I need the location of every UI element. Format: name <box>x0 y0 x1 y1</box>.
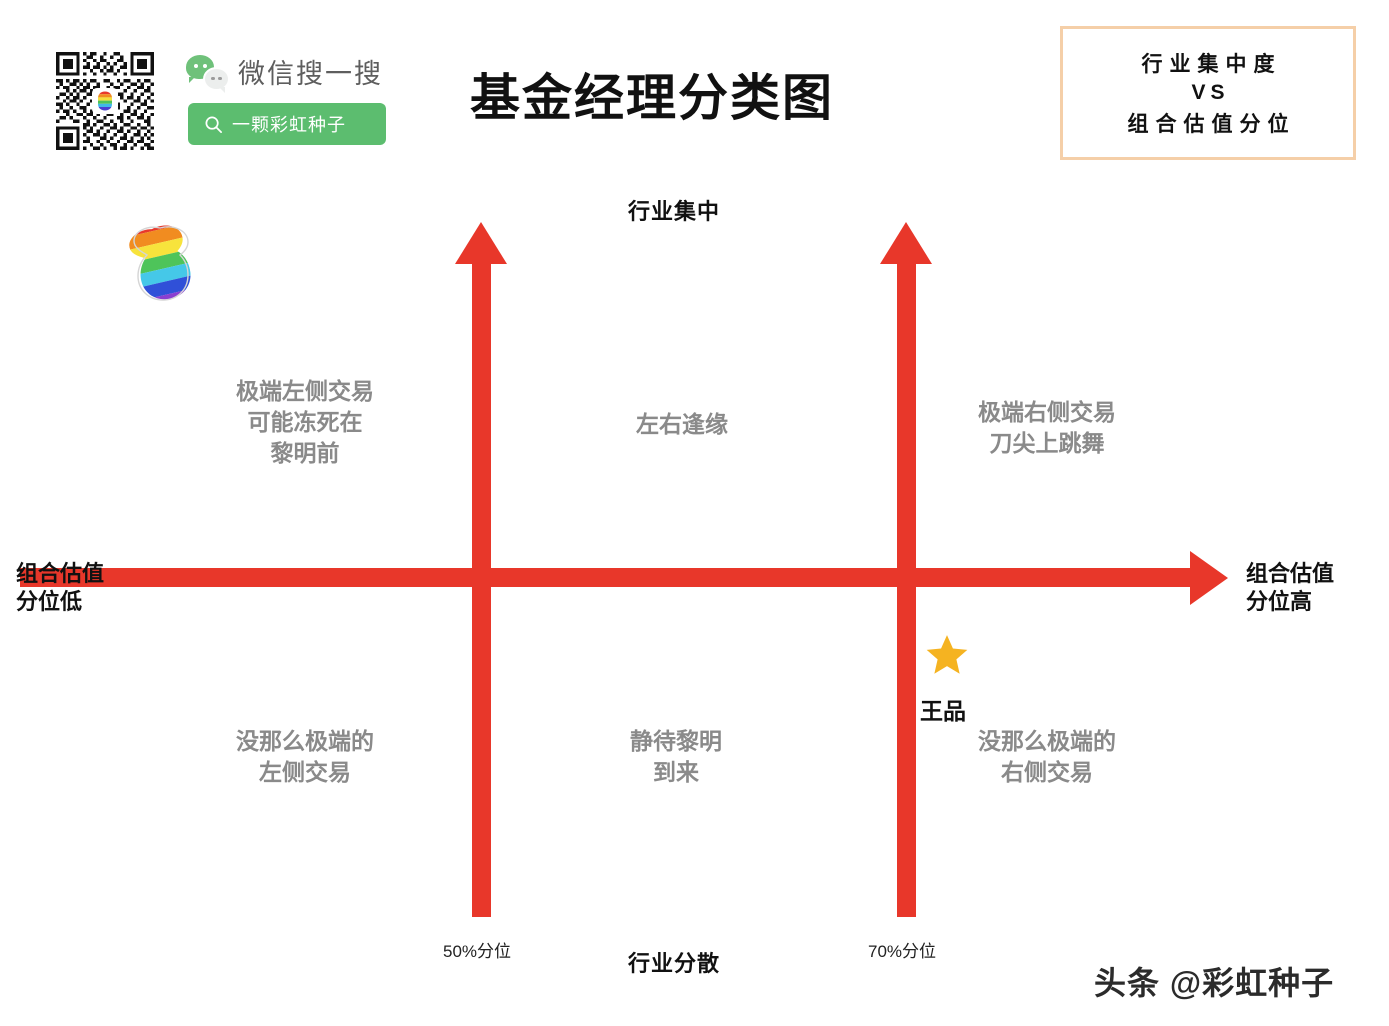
quadrant-label-bottom-center: 静待黎明 到来 <box>630 726 722 788</box>
rainbow-seed-icon <box>122 221 200 306</box>
x-axis-high-label-line2: 分位高 <box>1246 588 1313 614</box>
subtitle-line-3: 组合估值分位 <box>1127 113 1296 136</box>
quadrant-label-bottom-left-line2: 左侧交易 <box>259 759 351 786</box>
x-axis-line <box>20 568 1200 587</box>
y-axis-top-label: 行业集中 <box>628 199 721 224</box>
divider-70-arrowhead-icon <box>880 222 932 264</box>
x-axis-low-label-line1: 组合估值 <box>16 561 105 586</box>
x-axis-arrowhead-icon <box>1190 551 1228 605</box>
quadrant-label-bottom-right-line1: 没那么极端的 <box>978 728 1116 754</box>
data-point-label: 王品 <box>920 698 966 724</box>
quadrant-label-top-center: 左右逢缘 <box>636 409 728 440</box>
quadrant-label-top-right-line2: 刀尖上跳舞 <box>989 430 1105 457</box>
x-axis-high-label-line1: 组合估值 <box>1246 561 1335 586</box>
quadrant-label-top-left-line3: 黎明前 <box>270 440 340 467</box>
wechat-bubbles-icon <box>186 54 230 93</box>
tick-label-70: 70%分位 <box>868 942 937 961</box>
subtitle-line-2: VS <box>1191 81 1230 104</box>
x-axis-low-label-line2: 分位低 <box>16 588 83 614</box>
search-icon <box>204 115 223 134</box>
quadrant-label-bottom-left: 没那么极端的 左侧交易 <box>236 726 374 788</box>
page-title: 基金经理分类图 <box>470 70 834 126</box>
wechat-search-button-label: 一颗彩虹种子 <box>232 115 346 135</box>
wechat-search-label: 微信搜一搜 <box>238 59 383 89</box>
quadrant-label-top-right-line1: 极端右侧交易 <box>978 399 1116 425</box>
divider-line-70 <box>897 262 916 917</box>
watermark: 头条 @彩虹种子 <box>1094 965 1335 1001</box>
quadrant-label-bottom-center-line1: 静待黎明 <box>630 728 722 754</box>
tick-label-50: 50%分位 <box>443 942 512 961</box>
divider-line-50 <box>472 262 491 917</box>
quadrant-label-top-left-line1: 极端左侧交易 <box>236 378 374 404</box>
quadrant-label-bottom-right: 没那么极端的 右侧交易 <box>978 726 1116 788</box>
subtitle-box: 行业集中度 VS 组合估值分位 <box>1060 26 1356 160</box>
wechat-search-button[interactable]: 一颗彩虹种子 <box>188 103 386 145</box>
divider-50-arrowhead-icon <box>455 222 507 264</box>
wechat-search-label-row: 微信搜一搜 <box>186 52 383 93</box>
quadrant-label-bottom-left-line1: 没那么极端的 <box>236 728 374 754</box>
x-axis-low-label: 组合估值 分位低 <box>16 560 104 615</box>
quadrant-label-top-left-line2: 可能冻死在 <box>247 409 363 436</box>
quadrant-label-top-left: 极端左侧交易 可能冻死在 黎明前 <box>236 376 374 469</box>
quadrant-label-bottom-right-line2: 右侧交易 <box>1001 759 1093 786</box>
qr-code[interactable] <box>56 52 154 150</box>
x-axis-high-label: 组合估值 分位高 <box>1246 560 1334 615</box>
quadrant-label-bottom-center-line2: 到来 <box>653 759 699 786</box>
subtitle-line-1: 行业集中度 <box>1141 53 1282 76</box>
quadrant-label-top-center-line1: 左右逢缘 <box>636 411 728 437</box>
star-icon <box>924 632 970 678</box>
rainbow-seed-icon <box>92 88 118 114</box>
quadrant-label-top-right: 极端右侧交易 刀尖上跳舞 <box>978 397 1116 459</box>
y-axis-bottom-label: 行业分散 <box>628 951 721 976</box>
